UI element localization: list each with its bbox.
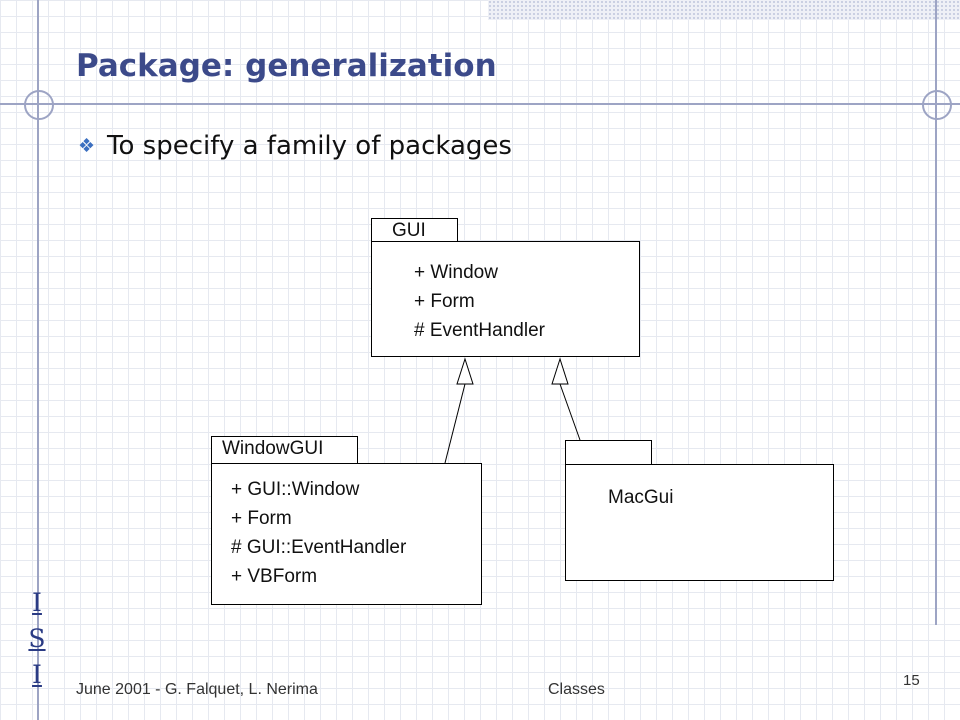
package-member: + VBForm xyxy=(231,566,318,587)
logo-letter: I xyxy=(32,588,42,617)
logo-letter: I xyxy=(32,660,42,689)
decorative-dotted-band xyxy=(488,0,960,20)
logo-letter: S xyxy=(28,624,46,653)
inheritance-arrowhead-icon xyxy=(551,357,569,385)
package-body-macgui: MacGui xyxy=(565,464,834,581)
frame-circle-right xyxy=(922,90,952,120)
package-label-macgui: MacGui xyxy=(608,487,674,508)
bullet-item: ❖ To specify a family of packages xyxy=(78,131,512,161)
frame-line-left xyxy=(37,0,39,720)
package-tab-windowgui: WindowGUI xyxy=(211,436,358,464)
slide-title: Package: generalization xyxy=(76,48,497,84)
bullet-text: To specify a family of packages xyxy=(107,131,512,161)
page-number: 15 xyxy=(903,672,920,689)
generalization-macgui-to-gui xyxy=(551,357,581,441)
frame-line-right xyxy=(935,0,937,625)
package-member: + Form xyxy=(231,508,292,529)
generalization-windowgui-to-gui xyxy=(444,357,474,464)
footer-section: Classes xyxy=(548,681,605,698)
isi-logo: I S I xyxy=(26,585,48,693)
package-body-windowgui: + GUI::Window + Form # GUI::EventHandler… xyxy=(211,463,482,605)
package-member: # GUI::EventHandler xyxy=(231,537,407,558)
package-member: + Form xyxy=(414,291,475,312)
package-member: + GUI::Window xyxy=(231,479,360,500)
frame-circle-left xyxy=(24,90,54,120)
footer-author: June 2001 - G. Falquet, L. Nerima xyxy=(76,681,318,698)
package-member: # EventHandler xyxy=(414,320,545,341)
inheritance-arrowhead-icon xyxy=(456,357,474,385)
frame-line-top xyxy=(0,103,960,105)
diamond-bullet-icon: ❖ xyxy=(78,135,96,157)
package-member: + Window xyxy=(414,262,498,283)
package-body-gui: + Window + Form # EventHandler xyxy=(371,241,640,357)
